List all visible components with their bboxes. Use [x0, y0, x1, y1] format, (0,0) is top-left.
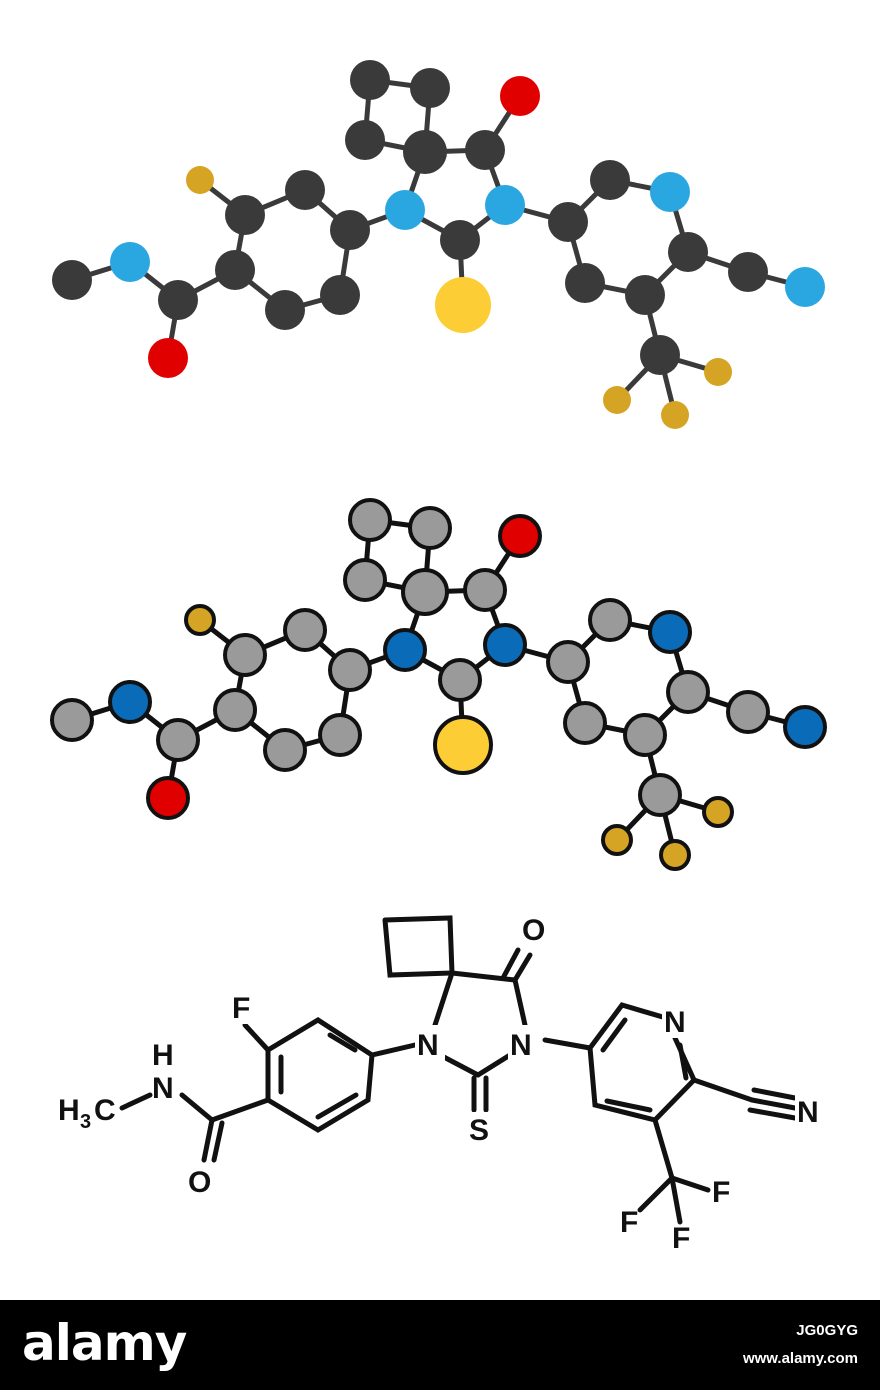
- atom-f: [661, 401, 689, 429]
- atom-c: [625, 275, 665, 315]
- carbonyl-o-label: O: [522, 914, 545, 947]
- atom-c: [408, 506, 452, 550]
- atom-c: [320, 275, 360, 315]
- n1-label: N: [417, 1029, 439, 1062]
- atom-n: [650, 172, 690, 212]
- atom-c: [726, 690, 770, 734]
- atom-c: [548, 202, 588, 242]
- atom-s: [435, 277, 491, 333]
- molecule-illustration: O N N S N N F H N H 3 C O F F F: [50, 60, 827, 1255]
- atom-c: [215, 250, 255, 290]
- methyl-c-label: C: [94, 1094, 116, 1127]
- atom-n: [383, 628, 427, 672]
- atom-c: [223, 633, 267, 677]
- molecule-svg: O N N S N N F H N H 3 C O F F F: [50, 60, 827, 1255]
- methyl-sub-label: 3: [80, 1111, 91, 1133]
- atom-f: [601, 824, 633, 856]
- atom-c: [330, 210, 370, 250]
- atom-c: [666, 670, 710, 714]
- formula-label-backing: [230, 912, 825, 1146]
- atom-c: [156, 718, 200, 762]
- atom-c: [213, 688, 257, 732]
- atom-f: [603, 386, 631, 414]
- atom-f: [704, 358, 732, 386]
- atom-c: [668, 232, 708, 272]
- atom-o: [146, 776, 190, 820]
- atom-f: [702, 796, 734, 828]
- atom-n: [783, 705, 827, 749]
- atom-f: [186, 166, 214, 194]
- thione-s-label: S: [469, 1114, 489, 1147]
- atom-c: [348, 498, 392, 542]
- atom-n: [785, 267, 825, 307]
- atom-c: [638, 773, 682, 817]
- atom-c: [318, 713, 362, 757]
- atom-n: [648, 610, 692, 654]
- atom-n: [108, 680, 152, 724]
- atom-c: [328, 648, 372, 692]
- atom-c: [640, 335, 680, 375]
- amide-h-label: H: [152, 1039, 174, 1072]
- atom-c: [401, 568, 449, 616]
- atom-c: [728, 252, 768, 292]
- atom-n: [110, 242, 150, 282]
- atom-c: [438, 658, 482, 702]
- atom-c: [343, 558, 387, 602]
- cf3-f1-label: F: [712, 1176, 730, 1209]
- nitrile-n-label: N: [797, 1096, 819, 1129]
- atom-n: [483, 623, 527, 667]
- atom-f: [184, 604, 216, 636]
- skeletal-formula: O N N S N N F H N H 3 C O F F F: [58, 912, 825, 1255]
- atom-c: [350, 60, 390, 100]
- ball-and-stick-model: [52, 60, 825, 429]
- cf3-f3-label: F: [672, 1222, 690, 1255]
- atom-c: [345, 120, 385, 160]
- cf3-f2-label: F: [620, 1206, 638, 1239]
- formula-bonds: [119, 915, 798, 1225]
- atom-o: [498, 514, 542, 558]
- amide-o-label: O: [188, 1166, 211, 1199]
- atom-c: [463, 568, 507, 612]
- atom-c: [263, 728, 307, 772]
- cyclobutane-bonds: [382, 915, 455, 978]
- atom-c: [50, 698, 94, 742]
- atom-c: [410, 68, 450, 108]
- atom-c: [225, 195, 265, 235]
- atom-c: [158, 280, 198, 320]
- n2-label: N: [510, 1029, 532, 1062]
- atom-c: [590, 160, 630, 200]
- atom-c: [546, 640, 590, 684]
- atom-c: [565, 263, 605, 303]
- atom-c: [283, 608, 327, 652]
- image-id-text: JG0GYG: [796, 1322, 858, 1339]
- atom-c: [563, 701, 607, 745]
- atom-n: [385, 190, 425, 230]
- atom-f: [659, 839, 691, 871]
- alamy-logo: alamy: [22, 1314, 187, 1372]
- atom-n: [485, 185, 525, 225]
- watermark-footer: alamy JG0GYG www.alamy.com: [0, 1300, 880, 1390]
- atom-c: [465, 130, 505, 170]
- ring-f-label: F: [232, 992, 250, 1025]
- amide-n-label: N: [152, 1072, 174, 1105]
- atom-c: [265, 290, 305, 330]
- atom-o: [148, 338, 188, 378]
- atom-c: [285, 170, 325, 210]
- pyridine-n-label: N: [664, 1006, 686, 1039]
- atom-c: [588, 598, 632, 642]
- atom-o: [500, 76, 540, 116]
- methyl-h-label: H: [58, 1094, 80, 1127]
- site-url-text: www.alamy.com: [742, 1350, 858, 1367]
- atom-c: [52, 260, 92, 300]
- atom-s: [433, 715, 493, 775]
- atom-c: [623, 713, 667, 757]
- atom-c: [440, 220, 480, 260]
- outlined-ball-model: [50, 498, 827, 871]
- atom-c: [403, 130, 447, 174]
